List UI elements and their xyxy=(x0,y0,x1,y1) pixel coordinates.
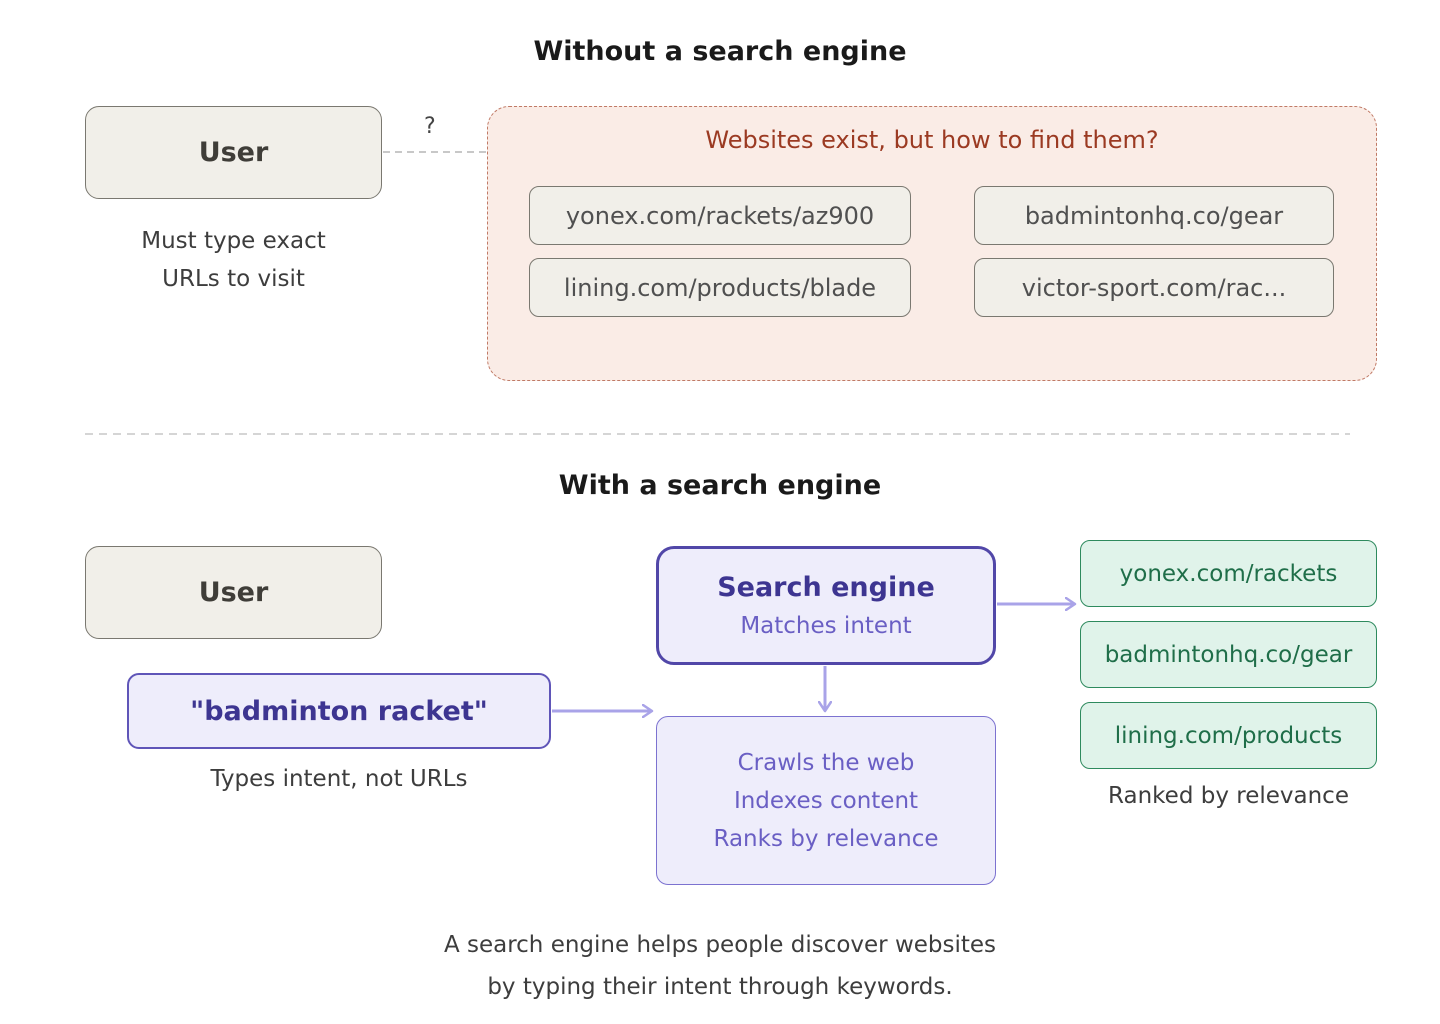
results-caption: Ranked by relevance xyxy=(1108,783,1349,809)
footer-line-2: by typing their intent through keywords. xyxy=(487,974,953,1000)
url-box-victor: victor-sport.com/rac... xyxy=(974,258,1334,317)
footer-line-1: A search engine helps people discover we… xyxy=(443,932,997,958)
footer-summary: A search engine helps people discover we… xyxy=(0,924,1440,1008)
url-box-lining: lining.com/products/blade xyxy=(529,258,911,317)
engine-step-crawl: Crawls the web xyxy=(737,749,915,776)
user-caption-line-2: URLs to visit xyxy=(162,266,305,292)
unknown-websites-title: Websites exist, but how to find them? xyxy=(705,126,1159,154)
question-mark: ? xyxy=(424,114,436,139)
user-box-top: User xyxy=(85,106,382,199)
url-box-yonex: yonex.com/rackets/az900 xyxy=(529,186,911,245)
user-caption-line-1: Must type exact xyxy=(141,228,326,254)
engine-step-rank: Ranks by relevance xyxy=(713,825,939,852)
result-lining: lining.com/products xyxy=(1080,702,1377,769)
user-box-bottom: User xyxy=(85,546,382,639)
engine-step-index: Indexes content xyxy=(733,787,919,814)
section-title-with: With a search engine xyxy=(558,470,882,501)
search-engine-subtitle: Matches intent xyxy=(740,612,912,639)
query-caption: Types intent, not URLs xyxy=(210,766,468,792)
url-box-badmintonhq: badmintonhq.co/gear xyxy=(974,186,1334,245)
result-yonex: yonex.com/rackets xyxy=(1080,540,1377,607)
search-engine-title: Search engine xyxy=(717,571,935,603)
search-engine-box: Search engine Matches intent xyxy=(656,546,996,665)
search-query-box: "badminton racket" xyxy=(127,673,551,749)
engine-steps-box: Crawls the web Indexes content Ranks by … xyxy=(656,716,996,885)
result-badmintonhq: badmintonhq.co/gear xyxy=(1080,621,1377,688)
section-title-without: Without a search engine xyxy=(533,36,907,67)
user-caption-top: Must type exact URLs to visit xyxy=(85,222,382,298)
